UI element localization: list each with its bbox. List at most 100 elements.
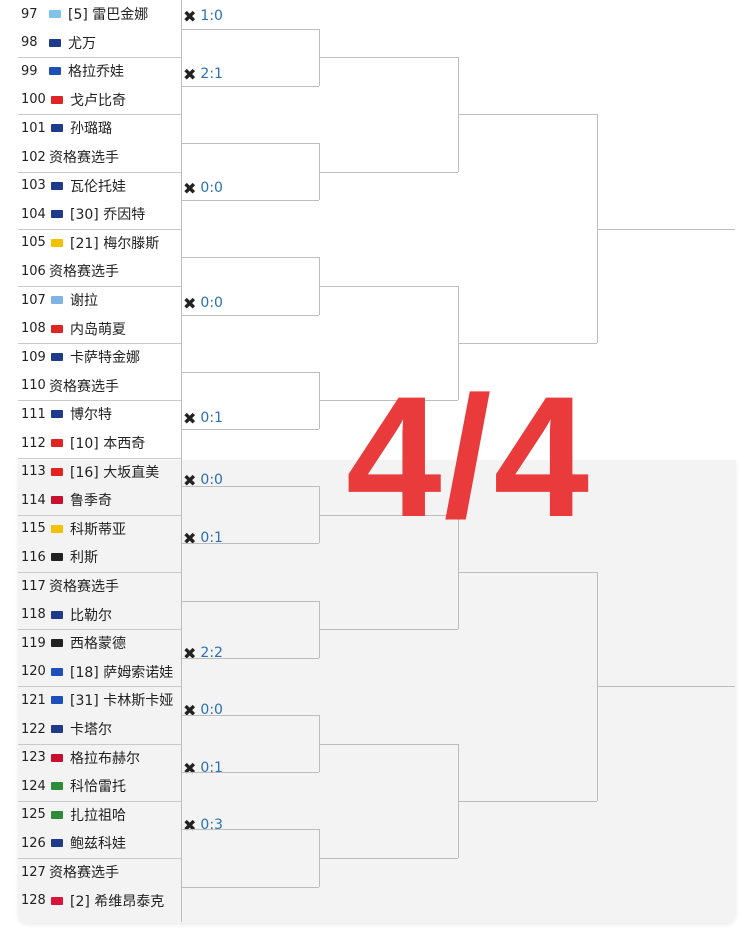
player-draw-number: 107 [21, 292, 46, 308]
head-to-head-score: 0:0 [200, 295, 223, 311]
country-flag-icon [51, 839, 63, 848]
head-to-head-record[interactable]: ✖0:0 [183, 178, 223, 198]
player-draw-number: 112 [21, 435, 46, 451]
head-to-head-record[interactable]: ✖0:0 [183, 700, 223, 720]
player-row[interactable]: 112[10] 本西奇 [18, 429, 181, 457]
player-draw-number: 106 [21, 263, 46, 279]
player-name: 卡萨特金娜 [70, 350, 140, 367]
player-name: [18] 萨姆索诺娃 [70, 664, 174, 681]
player-draw-number: 127 [21, 864, 46, 880]
player-name: 资格赛选手 [49, 264, 119, 281]
country-flag-icon [51, 296, 63, 304]
player-draw-number: 120 [21, 664, 46, 680]
head-to-head-record[interactable]: ✖0:1 [183, 758, 223, 778]
player-name: 资格赛选手 [49, 378, 119, 395]
player-row[interactable]: 120 [18] 萨姆索诺娃 [18, 658, 181, 686]
player-row[interactable]: 124 科恰雷托 [18, 772, 181, 800]
bracket-line [181, 715, 319, 716]
player-row[interactable]: 113[16] 大坂直美 [18, 458, 181, 486]
pair-separator [18, 800, 181, 802]
head-to-head-record[interactable]: ✖0:3 [183, 815, 223, 835]
head-to-head-record[interactable]: ✖0:1 [183, 408, 223, 428]
bracket-line [458, 57, 459, 172]
crossed-rackets-icon: ✖ [183, 64, 197, 84]
bracket-line [458, 114, 597, 116]
player-name: 瓦伦托娃 [70, 178, 126, 195]
country-flag-icon [51, 610, 63, 619]
bracket-line [319, 171, 458, 173]
player-draw-number: 110 [21, 378, 46, 394]
head-to-head-record[interactable]: ✖0:0 [183, 470, 223, 490]
bracket-line [319, 400, 458, 402]
player-draw-number: 113 [21, 464, 46, 480]
crossed-rackets-icon: ✖ [183, 408, 197, 428]
head-to-head-record[interactable]: ✖0:1 [183, 528, 223, 548]
bracket-line [181, 772, 319, 774]
player-name: 科恰雷托 [70, 779, 126, 796]
crossed-rackets-icon: ✖ [183, 815, 197, 835]
bracket-line [597, 686, 735, 688]
bracket-line [181, 600, 319, 602]
bracket-line [181, 257, 319, 259]
player-draw-number: 115 [21, 521, 46, 537]
player-draw-number: 104 [21, 206, 46, 222]
player-name: [5] 雷巴金娜 [68, 7, 149, 23]
player-name: 内岛萌夏 [70, 321, 126, 338]
bracket-line [319, 829, 320, 887]
player-row[interactable]: 128[2] 希维昂泰克 [18, 887, 181, 915]
pair-separator [18, 171, 181, 173]
page-indicator-watermark: 4/4 [346, 361, 592, 553]
country-flag-icon [51, 753, 63, 762]
country-flag-icon [49, 67, 61, 76]
country-flag-icon [51, 553, 63, 562]
bracket-line [181, 28, 319, 30]
head-to-head-record[interactable]: ✖2:1 [183, 64, 223, 84]
player-draw-number: 97 [21, 6, 38, 22]
player-row[interactable]: 121[31] 卡林斯卡娅 [18, 686, 181, 714]
head-to-head-record[interactable]: ✖0:0 [183, 293, 223, 313]
bracket-line [458, 800, 597, 802]
head-to-head-record[interactable]: ✖2:2 [183, 643, 223, 663]
pair-separator [18, 514, 181, 516]
player-row[interactable]: 104[30] 乔因特 [18, 200, 181, 228]
country-flag-icon [51, 496, 63, 505]
pair-separator [18, 343, 181, 345]
player-name: [2] 希维昂泰克 [70, 893, 165, 910]
pair-separator [18, 629, 181, 631]
player-draw-number: 111 [21, 406, 46, 422]
player-name: 资格赛选手 [49, 579, 119, 595]
pair-separator [18, 457, 181, 459]
player-draw-number: 116 [21, 549, 46, 565]
head-to-head-score: 0:1 [200, 410, 223, 426]
player-row[interactable]: 105[21] 梅尔滕斯 [18, 229, 181, 257]
player-row[interactable]: 97 [5] 雷巴金娜 [18, 0, 181, 28]
player-draw-number: 124 [21, 778, 46, 794]
head-to-head-record[interactable]: ✖1:0 [183, 6, 223, 26]
country-flag-icon [51, 810, 63, 819]
country-flag-icon [49, 10, 61, 18]
player-column-border [181, 0, 182, 922]
